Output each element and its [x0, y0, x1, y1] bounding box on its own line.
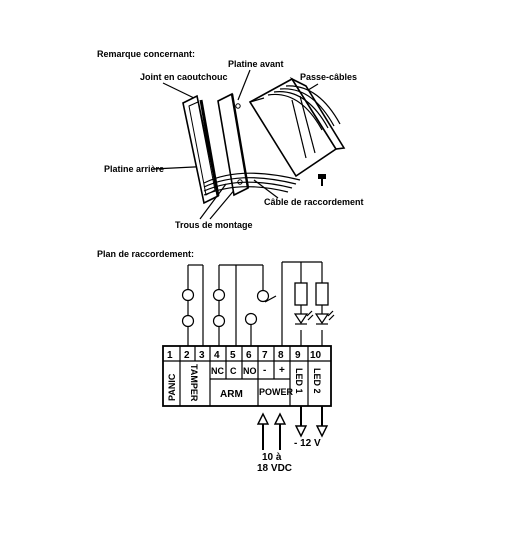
label-minus: -: [263, 365, 266, 376]
terminal-number-10: 10: [310, 350, 322, 361]
terminal-number-9: 9: [295, 350, 301, 361]
terminal-number-2: 2: [184, 350, 190, 361]
label-mounting-holes: Trous de montage: [175, 220, 253, 230]
led1-diode: [293, 313, 309, 325]
top-heading: Remarque concernant:: [97, 49, 195, 59]
tamper-contact-top: [181, 288, 195, 302]
led-symbols: [293, 310, 335, 325]
wiring-top: [187, 261, 323, 346]
label-led-voltage: - 12 V: [294, 438, 321, 449]
label-c: C: [230, 366, 237, 376]
label-led1: LED 1: [294, 368, 304, 394]
terminal-numbers: 1 2 3 4 5 6 7 8 9 10: [167, 350, 322, 361]
terminal-number-4: 4: [214, 350, 220, 361]
label-no: NO: [243, 366, 257, 376]
rubber-gasket-drawing: [182, 94, 220, 205]
supply-arrows: [256, 406, 329, 450]
terminal-number-7: 7: [262, 350, 268, 361]
label-rear-plate: Platine arrière: [104, 164, 164, 174]
arm-contact-bottom: [212, 314, 226, 328]
no-contact-top: [256, 289, 270, 303]
led2-diode: [314, 313, 330, 325]
label-arm: ARM: [220, 389, 243, 400]
label-panic: PANIC: [167, 373, 177, 401]
resistor-led2: [315, 282, 329, 306]
label-nc: NC: [211, 366, 224, 376]
arm-contact-top: [212, 288, 226, 302]
label-front-plate: Platine avant: [228, 59, 284, 69]
label-led2: LED 2: [312, 368, 322, 394]
label-power: POWER: [259, 387, 294, 397]
label-connection-cable: Câble de raccordement: [264, 197, 364, 207]
label-supply-line1: 10 à: [262, 452, 282, 463]
label-plus: +: [279, 365, 285, 376]
cable-gland-drawing: [248, 77, 346, 178]
switch-contacts: [181, 288, 277, 340]
label-cable-gland: Passe-câbles: [300, 72, 357, 82]
terminal-number-8: 8: [278, 350, 284, 361]
bottom-heading: Plan de raccordement:: [97, 249, 194, 259]
no-contact-bottom: [244, 312, 258, 326]
front-plate-drawing: [217, 92, 250, 197]
terminal-number-5: 5: [230, 350, 236, 361]
resistors: [294, 282, 329, 306]
terminal-number-3: 3: [199, 350, 205, 361]
terminal-number-6: 6: [246, 350, 252, 361]
label-rubber-gasket: Joint en caoutchouc: [140, 72, 228, 82]
terminal-number-1: 1: [167, 350, 173, 361]
label-tamper: TAMPER: [189, 364, 199, 402]
screw-drawing: [318, 174, 326, 186]
tamper-contact-bottom: [181, 314, 195, 328]
terminal-block: [162, 345, 332, 407]
label-supply-line2: 18 VDC: [257, 463, 292, 474]
resistor-led1: [294, 282, 308, 306]
connection-cables: [203, 172, 301, 196]
